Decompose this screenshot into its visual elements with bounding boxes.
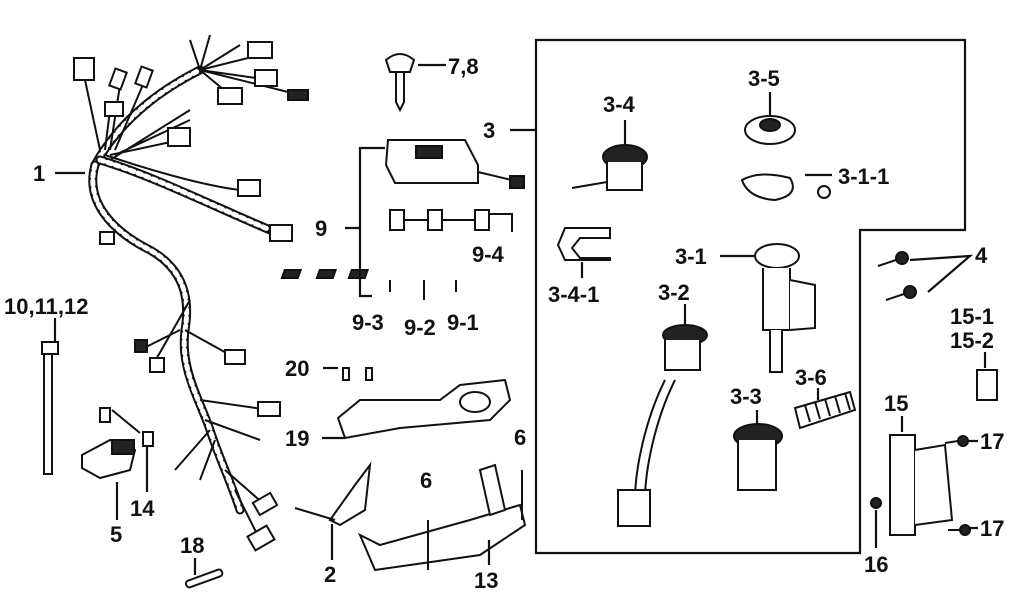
- label-part-18: 18: [180, 533, 204, 558]
- part-labels: 1 7,8 3 9 9-4 9-3 9-2 9-1 3-4 3-5 3-1-1 …: [4, 54, 1004, 593]
- pin-18-drawing: [184, 568, 224, 589]
- bracket-13-drawing: [358, 463, 527, 572]
- label-part-6-left: 6: [420, 468, 432, 493]
- label-part-13: 13: [474, 568, 498, 593]
- label-part-3: 3: [483, 118, 495, 143]
- label-part-6-right: 6: [514, 425, 526, 450]
- label-part-5: 5: [110, 522, 122, 547]
- label-part-9-3: 9-3: [352, 310, 384, 335]
- cable-tie-drawing: [41, 341, 59, 475]
- label-part-2: 2: [324, 562, 336, 587]
- label-part-3-1-1: 3-1-1: [838, 164, 889, 189]
- label-part-9-2: 9-2: [404, 315, 436, 340]
- label-part-15: 15: [884, 391, 908, 416]
- label-part-15-1: 15-1: [950, 304, 994, 329]
- label-part-19: 19: [285, 426, 309, 451]
- label-part-3-4: 3-4: [603, 92, 636, 117]
- label-part-1: 1: [33, 161, 45, 186]
- label-part-9-4: 9-4: [472, 242, 505, 267]
- label-part-7-8: 7,8: [448, 54, 479, 79]
- label-part-20: 20: [285, 356, 309, 381]
- box-15-drawing: [870, 434, 971, 536]
- label-part-3-3: 3-3: [730, 384, 762, 409]
- label-part-17-bottom: 17: [980, 516, 1004, 541]
- key-drawing: [384, 53, 416, 113]
- plate-19-drawing: [336, 367, 512, 440]
- fuse-box-drawing: [280, 139, 525, 300]
- label-part-9: 9: [315, 216, 327, 241]
- label-part-9-1: 9-1: [447, 310, 479, 335]
- bracket-2-drawing: [294, 461, 372, 527]
- wire-harness-drawing: [73, 34, 309, 552]
- label-part-14: 14: [130, 496, 155, 521]
- bolts-4-drawing: [877, 251, 917, 301]
- label-part-4: 4: [975, 243, 988, 268]
- lock-set-drawings: [556, 115, 857, 527]
- sensor-5-drawing: [81, 407, 154, 480]
- lock-set-frame: [534, 38, 967, 555]
- label-part-10-11-12: 10,11,12: [4, 294, 88, 319]
- leader-lines: [53, 63, 987, 575]
- label-part-16: 16: [864, 552, 888, 577]
- label-part-3-5: 3-5: [748, 66, 780, 91]
- label-part-3-4-1: 3-4-1: [548, 282, 599, 307]
- label-part-15-2: 15-2: [950, 328, 994, 353]
- label-part-3-6: 3-6: [795, 365, 827, 390]
- label-part-3-1: 3-1: [675, 244, 707, 269]
- clip-15-drawing: [976, 369, 998, 401]
- label-part-17-top: 17: [980, 429, 1004, 454]
- label-part-3-2: 3-2: [658, 280, 690, 305]
